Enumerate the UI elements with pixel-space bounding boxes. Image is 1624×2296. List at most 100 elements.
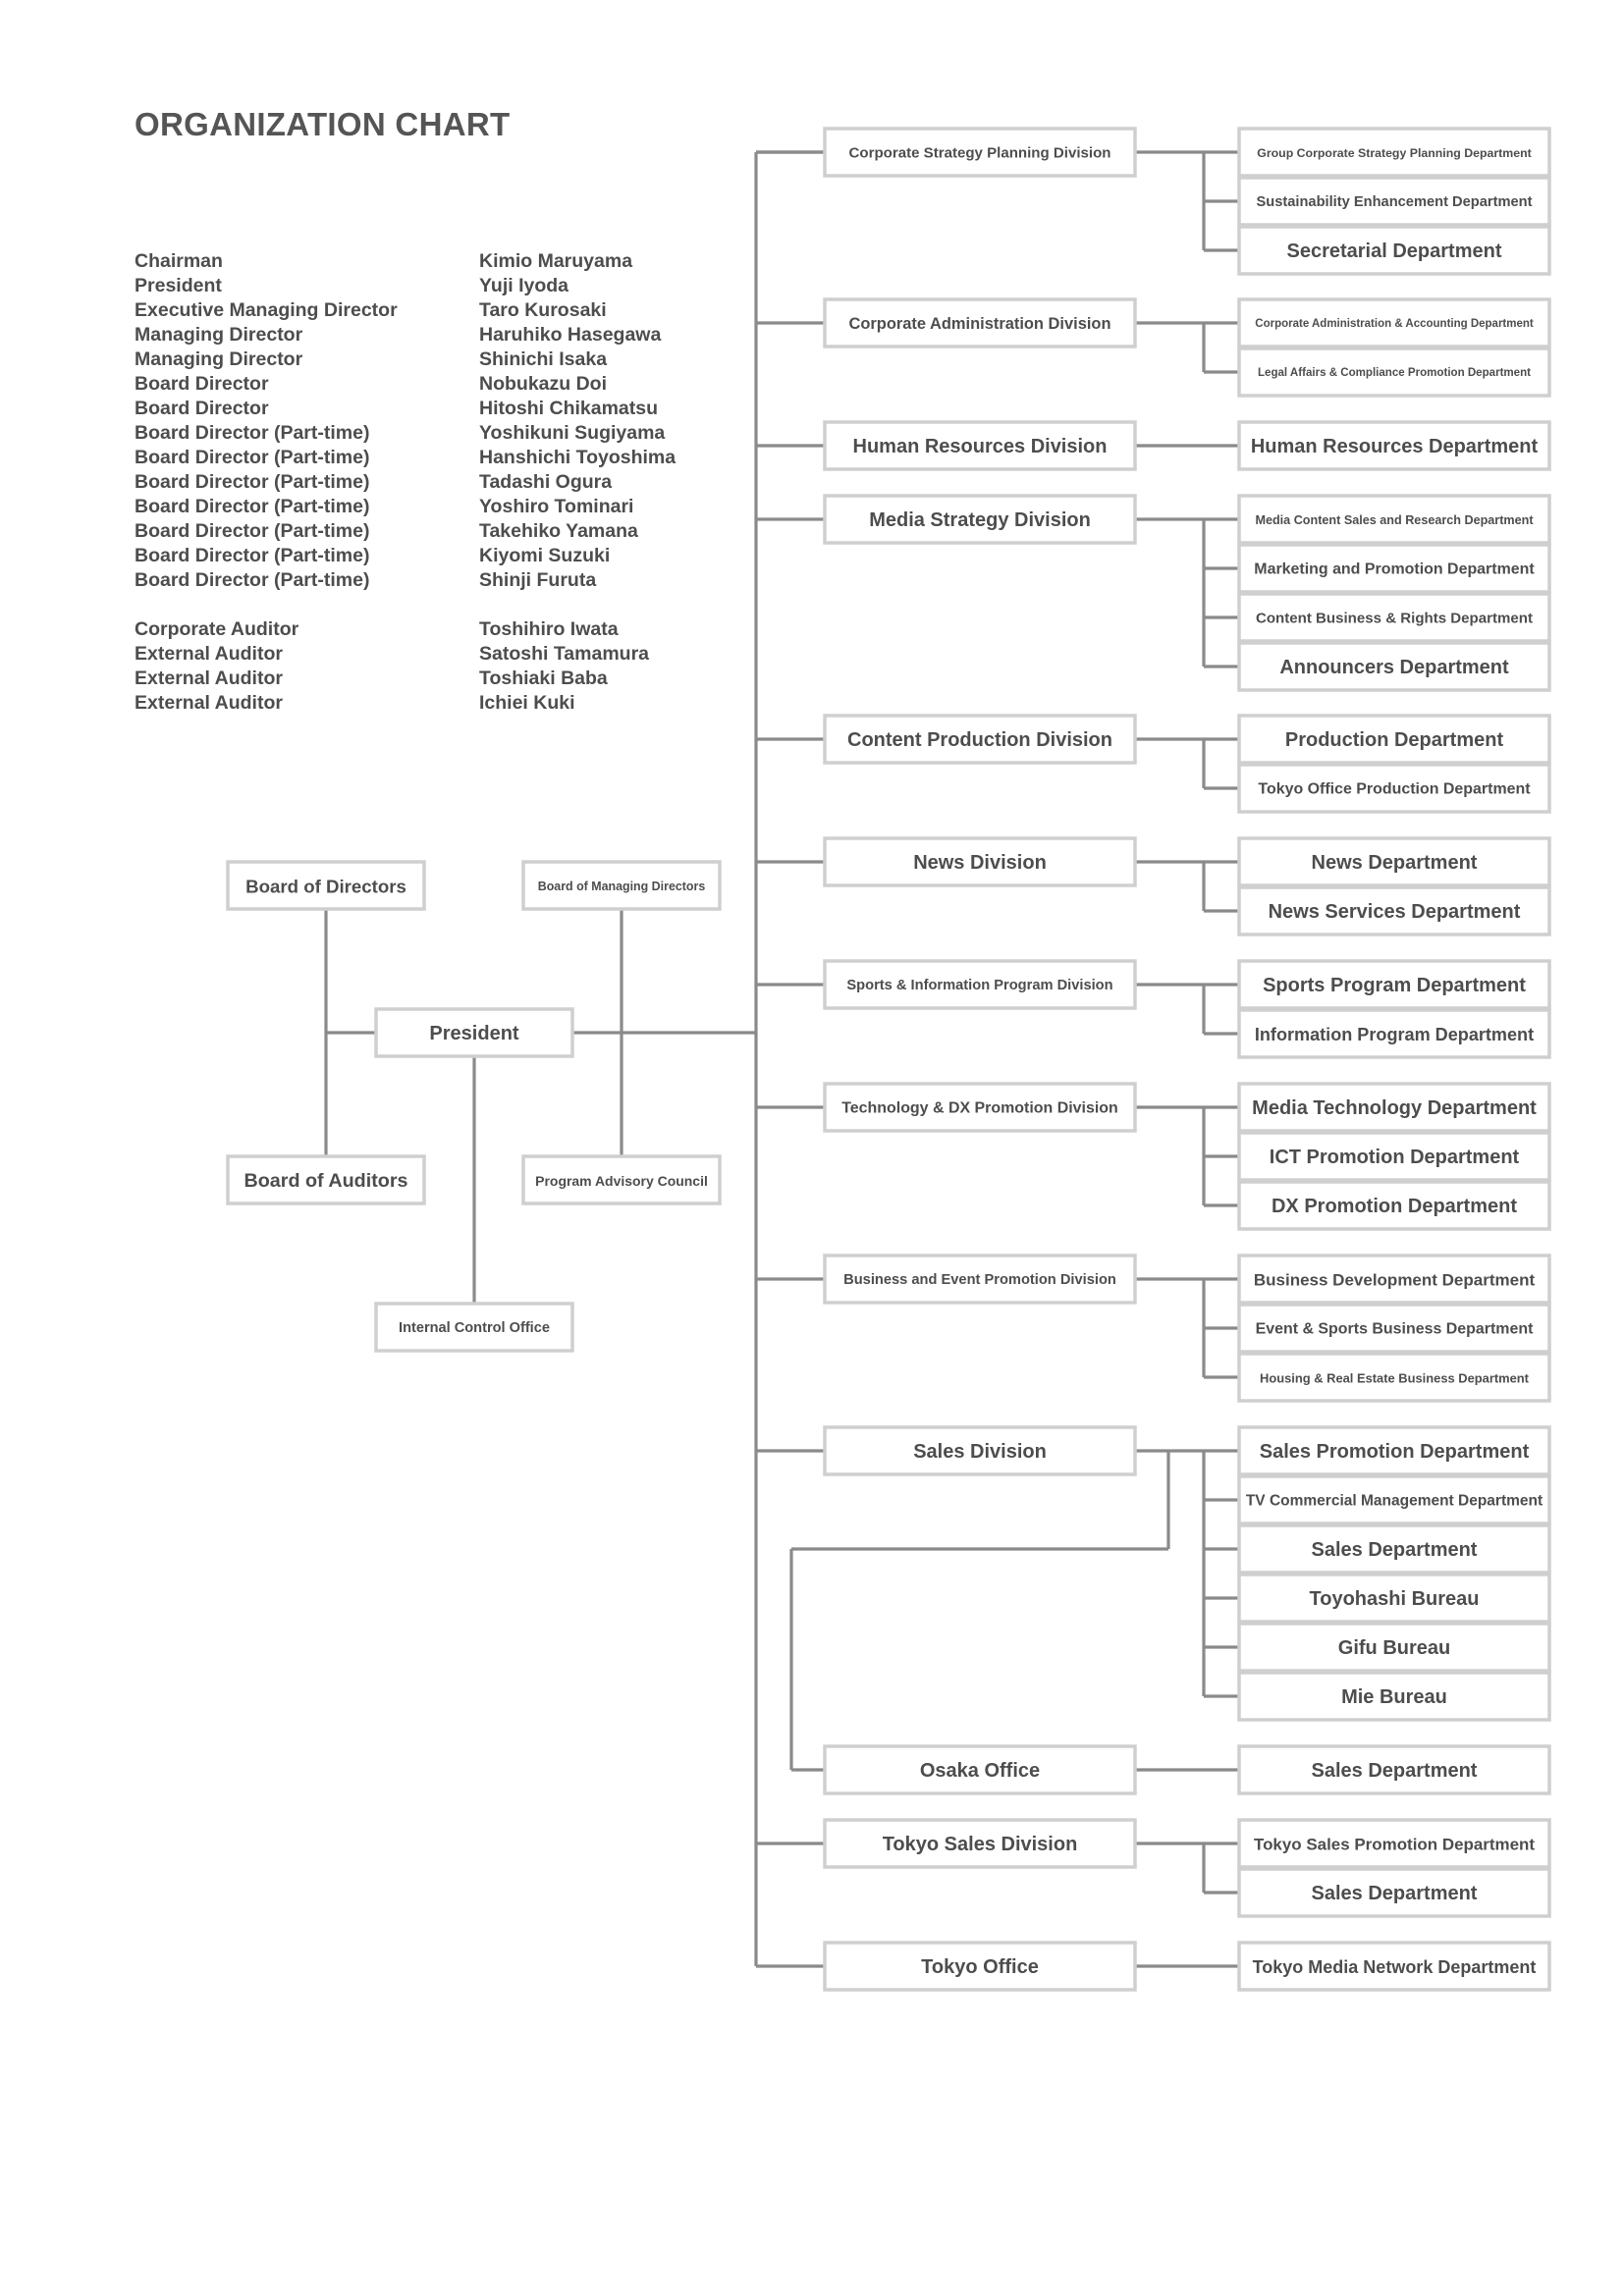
department-box-label: Event & Sports Business Department: [1256, 1321, 1534, 1338]
officer-name: Toshiaki Baba: [479, 667, 608, 689]
department-box-label: Gifu Bureau: [1338, 1637, 1450, 1659]
division-box-frame: [823, 420, 1137, 471]
department-box-label: Sales Department: [1312, 1760, 1478, 1782]
department-box: Content Business & Rights Department: [1237, 592, 1551, 643]
department-box-frame: [1237, 763, 1551, 814]
division-box-frame: [823, 1744, 1137, 1795]
officer-title: Board Director (Part-time): [135, 569, 370, 591]
department-box-label: Media Technology Department: [1252, 1097, 1537, 1119]
department-box: DX Promotion Department: [1237, 1180, 1551, 1231]
department-box: Business Development Department: [1237, 1254, 1551, 1305]
department-box-frame: [1237, 127, 1551, 178]
department-box-label: Media Content Sales and Research Departm…: [1255, 513, 1534, 527]
department-box: Sustainability Enhancement Department: [1237, 176, 1551, 227]
department-box-label: Sales Department: [1312, 1539, 1478, 1561]
division-box: Sales Division: [823, 1425, 1137, 1476]
division-box-label: Corporate Strategy Planning Division: [849, 145, 1111, 162]
officer-title: Board Director (Part-time): [135, 447, 370, 468]
division-box-frame: [823, 1425, 1137, 1476]
department-box-label: Sales Promotion Department: [1260, 1441, 1530, 1463]
board-of-directors-box-label: Board of Directors: [245, 877, 406, 897]
department-box-frame: [1237, 885, 1551, 936]
department-box-label: News Services Department: [1269, 901, 1521, 923]
department-box-label: Housing & Real Estate Business Departmen…: [1260, 1371, 1530, 1386]
department-box: Sports Program Department: [1237, 959, 1551, 1010]
board-of-directors-box-frame: [226, 860, 426, 911]
program-advisory-council-box-label: Program Advisory Council: [535, 1173, 708, 1189]
department-box-label: Tokyo Media Network Department: [1253, 1957, 1537, 1977]
department-box-label: ICT Promotion Department: [1270, 1147, 1520, 1168]
officer-name: Shinichi Isaka: [479, 348, 608, 370]
board-of-directors-box: Board of Directors: [226, 860, 426, 911]
division-box-frame: [823, 494, 1137, 545]
department-box: Production Department: [1237, 714, 1551, 765]
department-box-frame: [1237, 592, 1551, 643]
department-box-label: Legal Affairs & Compliance Promotion Dep…: [1258, 367, 1531, 379]
department-box-label: DX Promotion Department: [1272, 1196, 1517, 1217]
department-box-frame: [1237, 1425, 1551, 1476]
department-box: Announcers Department: [1237, 641, 1551, 692]
department-box: Corporate Administration & Accounting De…: [1237, 297, 1551, 348]
department-box-label: Tokyo Sales Promotion Department: [1254, 1836, 1535, 1854]
officer-title: Board Director (Part-time): [135, 471, 370, 493]
department-box-label: Content Business & Rights Department: [1256, 611, 1533, 627]
officer-title: Board Director (Part-time): [135, 422, 370, 444]
officer-title: Board Director (Part-time): [135, 520, 370, 542]
division-box: Content Production Division: [823, 714, 1137, 765]
department-box-frame: [1237, 1303, 1551, 1354]
division-box-frame: [823, 836, 1137, 887]
department-box-frame: [1237, 1180, 1551, 1231]
department-box-label: Production Department: [1285, 729, 1504, 751]
division-box: Tokyo Office: [823, 1941, 1137, 1992]
division-box: Technology & DX Promotion Division: [823, 1082, 1137, 1133]
division-box-frame: [823, 1082, 1137, 1133]
division-box: Human Resources Division: [823, 420, 1137, 471]
department-box: Sales Department: [1237, 1744, 1551, 1795]
officer-name: Yoshikuni Sugiyama: [479, 422, 666, 444]
department-box: Media Content Sales and Research Departm…: [1237, 494, 1551, 545]
internal-control-office-box-frame: [374, 1302, 574, 1353]
department-box: Sales Promotion Department: [1237, 1425, 1551, 1476]
department-box: TV Commercial Management Department: [1237, 1474, 1551, 1525]
division-box-label: Corporate Administration Division: [849, 315, 1111, 333]
department-box-frame: [1237, 959, 1551, 1010]
department-box: Sales Department: [1237, 1867, 1551, 1918]
department-box-frame: [1237, 420, 1551, 471]
division-box-frame: [823, 959, 1137, 1010]
division-box-label: Business and Event Promotion Division: [843, 1272, 1116, 1288]
department-box-frame: [1237, 714, 1551, 765]
officer-title: Board Director (Part-time): [135, 496, 370, 517]
department-box-label: Group Corporate Strategy Planning Depart…: [1257, 146, 1531, 160]
department-box-label: Announcers Department: [1279, 657, 1509, 678]
officer-name: Hitoshi Chikamatsu: [479, 398, 659, 419]
board-of-auditors-box-label: Board of Auditors: [244, 1170, 407, 1192]
officer-title: Chairman: [135, 250, 223, 272]
officer-name: Nobukazu Doi: [479, 373, 607, 395]
officer-title: Executive Managing Director: [135, 299, 398, 321]
division-box: Tokyo Sales Division: [823, 1818, 1137, 1869]
internal-control-office-box-label: Internal Control Office: [399, 1320, 550, 1336]
division-box-label: Sports & Information Program Division: [846, 978, 1112, 993]
department-box-frame: [1237, 543, 1551, 594]
department-box-label: Business Development Department: [1254, 1271, 1536, 1290]
division-box-frame: [823, 127, 1137, 178]
board-of-managing-directors-box-label: Board of Managing Directors: [538, 880, 706, 893]
president-box-frame: [374, 1007, 574, 1058]
officer-title: Board Director (Part-time): [135, 545, 370, 566]
division-box-label: Sales Division: [913, 1441, 1047, 1463]
department-box-frame: [1237, 347, 1551, 398]
officer-name: Tadashi Ogura: [479, 471, 613, 493]
officer-name: Taro Kurosaki: [479, 299, 607, 321]
department-box-frame: [1237, 494, 1551, 545]
department-box: Human Resources Department: [1237, 420, 1551, 471]
officer-title: External Auditor: [135, 643, 283, 665]
division-box-label: Content Production Division: [847, 729, 1112, 751]
department-box: ICT Promotion Department: [1237, 1131, 1551, 1182]
department-box: Housing & Real Estate Business Departmen…: [1237, 1352, 1551, 1403]
officer-name: Shinji Furuta: [479, 569, 597, 591]
department-box-label: Sustainability Enhancement Department: [1257, 194, 1533, 210]
department-box: Media Technology Department: [1237, 1082, 1551, 1133]
officer-title: External Auditor: [135, 667, 283, 689]
division-box-frame: [823, 714, 1137, 765]
